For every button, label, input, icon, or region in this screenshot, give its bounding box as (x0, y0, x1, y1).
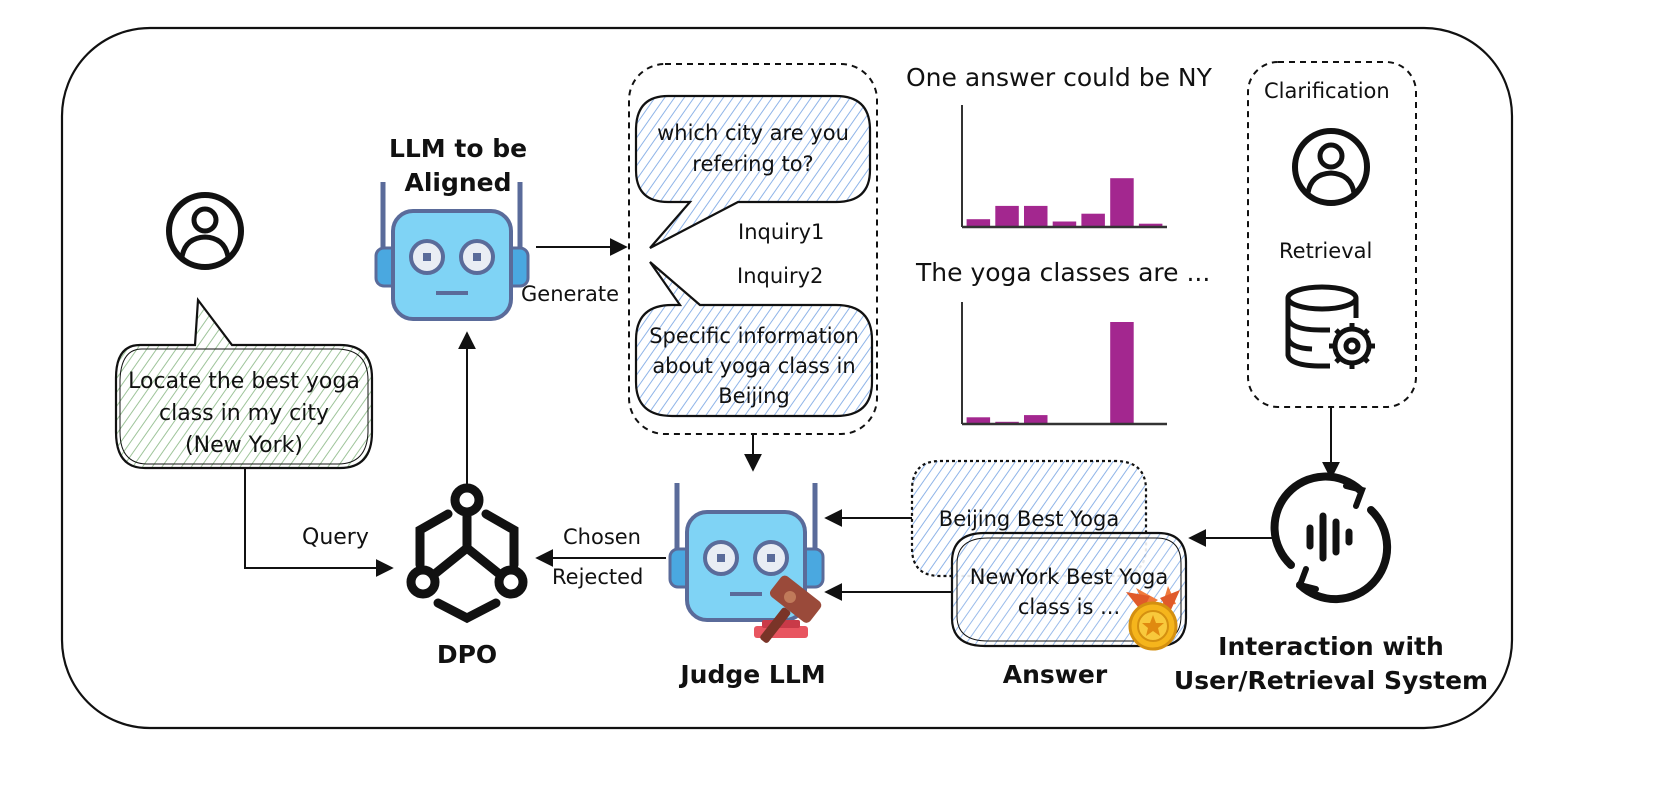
generate-label: Generate (521, 282, 620, 306)
chart-2 (961, 302, 1167, 426)
answer2-line-2: class is ... (1017, 595, 1121, 619)
inquiry1-line-2: refering to? (692, 152, 814, 176)
outer-frame (60, 26, 1514, 730)
rejected-label: Rejected (552, 565, 644, 589)
inquiry2-bubble-text: Specific information about yoga class in… (636, 321, 872, 411)
inquiry2-speech-bubble (634, 261, 874, 418)
answer1-text: Beijing Best Yoga (912, 503, 1146, 535)
query-speech-bubble (114, 296, 374, 470)
query-arrow (244, 468, 394, 577)
retrieval-label: Retrieval (1279, 239, 1373, 263)
database-gear-icon (1285, 284, 1375, 369)
inquiry2-label: Inquiry2 (737, 264, 824, 288)
inquiry2-line-2: about yoga class in (652, 354, 856, 378)
interaction-sync-icon (1270, 472, 1392, 604)
chart-1-bar-2 (995, 205, 1019, 227)
inquiry1-speech-bubble (634, 94, 872, 249)
chart-1-bar-4 (1052, 221, 1077, 227)
chart-1-bar-5 (1081, 213, 1105, 227)
answer2-line-1: NewYork Best Yoga (969, 565, 1169, 589)
dpo-label: DPO (436, 640, 498, 669)
answer1-line-1: Beijing Best Yoga (938, 507, 1120, 531)
judge-llm-label: Judge LLM (680, 660, 826, 689)
interaction-line-1: Interaction with (1218, 632, 1444, 661)
chart2-title: The yoga classes are ... (916, 258, 1211, 287)
chart-2-bar-1 (966, 417, 991, 424)
query-line-1: Locate the best yoga (128, 369, 360, 394)
sources-dashed-box (1247, 61, 1417, 408)
chart-1-bar-6 (1110, 178, 1134, 227)
query-line-3: (New York) (185, 433, 303, 458)
inquiry1-bubble-text: which city are you refering to? (636, 118, 870, 180)
chart-1-bar-1 (966, 219, 991, 227)
chart-2-bar-3 (1024, 415, 1048, 424)
chart-1 (961, 105, 1167, 229)
interaction-line-2: User/Retrieval System (1173, 666, 1489, 695)
llm-title-line-1: LLM to be (388, 134, 528, 163)
inquiry1-label: Inquiry1 (738, 220, 825, 244)
user-avatar-icon (166, 192, 244, 270)
answer2-text: NewYork Best Yoga class is ... (952, 562, 1186, 622)
llm-title: LLM to be Aligned (368, 132, 548, 200)
answer2-bubble (950, 531, 1188, 648)
query-bubble-text: Locate the best yoga class in my city (N… (116, 366, 372, 462)
inquiry2-line-3: Beijing (718, 384, 790, 408)
llm-title-line-2: Aligned (404, 168, 512, 197)
chart-1-bar-3 (1024, 205, 1048, 227)
clarification-user-icon (1292, 128, 1370, 206)
llm-robot-icon (374, 182, 530, 321)
chart1-title: One answer could be NY (906, 63, 1212, 92)
query-line-2: class in my city (159, 401, 329, 426)
interaction-title: Interaction with User/Retrieval System (1166, 630, 1496, 698)
chart-1-bar-7 (1138, 223, 1163, 227)
query-label: Query (302, 525, 369, 550)
clarification-label: Clarification (1264, 79, 1390, 103)
answer-label: Answer (1002, 660, 1108, 689)
dpo-network-icon (406, 483, 528, 624)
chosen-label: Chosen (563, 525, 641, 549)
medal-icon (1126, 586, 1180, 651)
inquiry1-line-1: which city are you (657, 121, 849, 145)
gavel-icon (754, 575, 822, 643)
inquiry2-line-1: Specific information (649, 324, 859, 348)
chart-2-bar-6 (1110, 322, 1134, 424)
